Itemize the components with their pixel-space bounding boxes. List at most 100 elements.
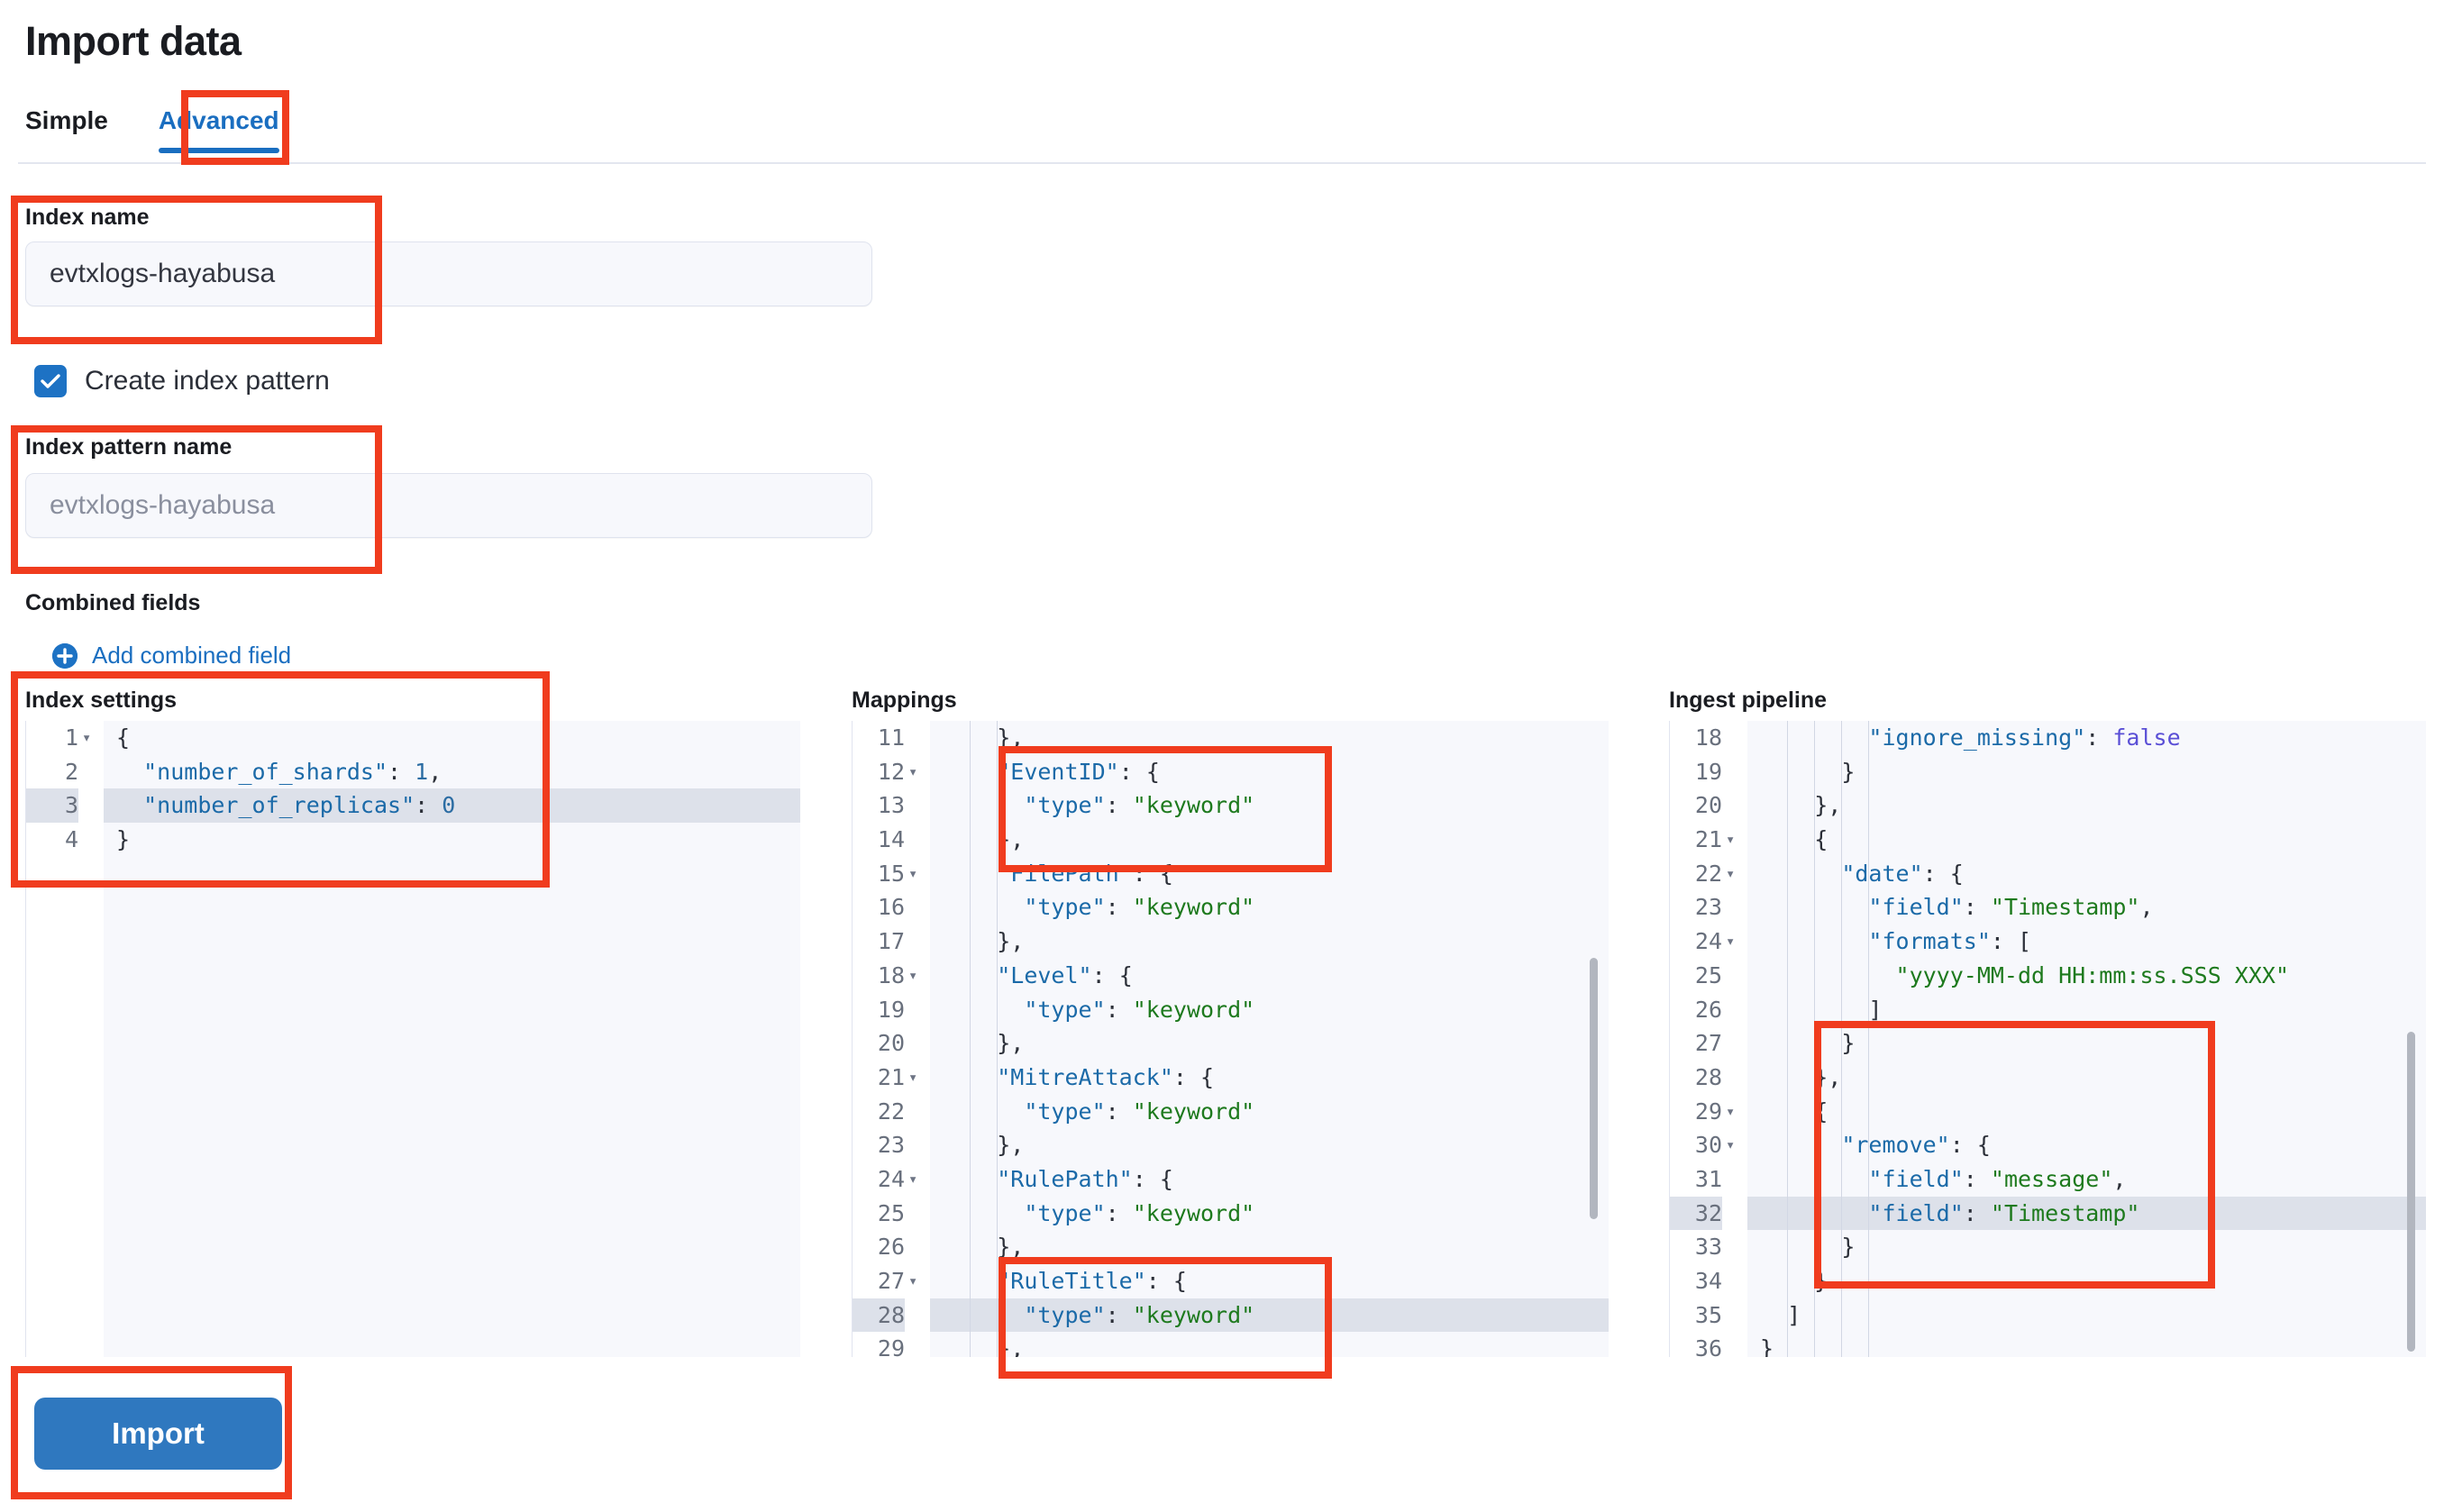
index-settings-code[interactable]: 1▾{2 "number_of_shards": 1,3 "number_of_… (26, 721, 800, 857)
mappings-editor[interactable]: 11 },12▾ "EventID": {13 "type": "keyword… (852, 721, 1609, 1357)
code-line[interactable]: 28 "type": "keyword" (853, 1298, 1609, 1333)
fold-arrow-icon[interactable]: ▾ (1726, 831, 1736, 850)
code-line[interactable]: 21▾ "MitreAttack": { (878, 1061, 1609, 1095)
fold-arrow-icon[interactable]: ▾ (908, 1068, 918, 1087)
code-line[interactable]: 25 "yyyy-MM-dd HH:mm:ss.SSS XXX" (1695, 959, 2426, 993)
code-line[interactable]: 32 "field": "Timestamp" (1670, 1196, 2426, 1231)
code-line[interactable]: 18▾ "Level": { (878, 959, 1609, 993)
code-text: "type": "keyword" (1024, 1199, 1255, 1226)
ingest-pipeline-title: Ingest pipeline (1669, 688, 1828, 713)
code-line[interactable]: 29▾ { (1695, 1095, 2426, 1129)
line-number: 31 (1694, 1165, 1722, 1192)
fold-arrow-icon[interactable]: ▾ (82, 729, 92, 747)
line-number: 2 (64, 758, 78, 785)
import-button[interactable]: Import (34, 1398, 282, 1470)
code-line[interactable]: 26 }, (878, 1230, 1609, 1264)
code-line[interactable]: 20 }, (1695, 788, 2426, 823)
code-line[interactable]: 16 "type": "keyword" (878, 890, 1609, 925)
line-number: 28 (1694, 1063, 1722, 1090)
code-text: "MitreAttack": { (997, 1063, 1215, 1090)
code-line[interactable]: 4} (65, 823, 800, 857)
code-line[interactable]: 35 ] (1695, 1298, 2426, 1333)
code-line[interactable]: 22 "type": "keyword" (878, 1095, 1609, 1129)
line-number: 29 (877, 1335, 905, 1357)
mappings-scrollbar[interactable] (1590, 958, 1598, 1219)
code-line[interactable]: 2 "number_of_shards": 1, (65, 755, 800, 789)
code-line[interactable]: 30▾ "remove": { (1695, 1128, 2426, 1162)
code-line[interactable]: 15▾ "FilePath": { (878, 857, 1609, 891)
code-text: "number_of_replicas": 0 (143, 792, 456, 819)
code-line[interactable]: 20 }, (878, 1026, 1609, 1061)
fold-arrow-icon[interactable]: ▾ (908, 1272, 918, 1290)
code-line[interactable]: 22▾ "date": { (1695, 857, 2426, 891)
mappings-code[interactable]: 11 },12▾ "EventID": {13 "type": "keyword… (853, 721, 1609, 1357)
code-text: "ignore_missing": false (1868, 724, 2181, 751)
line-number: 24 (877, 1165, 905, 1192)
code-line[interactable]: 24▾ "formats": [ (1695, 925, 2426, 959)
line-number: 36 (1694, 1335, 1722, 1357)
code-line[interactable]: 33 } (1695, 1230, 2426, 1264)
fold-arrow-icon[interactable]: ▾ (908, 966, 918, 985)
code-line[interactable]: 19 } (1695, 755, 2426, 789)
code-line[interactable]: 17 }, (878, 925, 1609, 959)
create-index-pattern-row[interactable]: Create index pattern (34, 365, 330, 397)
code-line[interactable]: 36} (1695, 1332, 2426, 1357)
code-text: }, (997, 1132, 1025, 1159)
line-number: 27 (1694, 1030, 1722, 1057)
code-text: ] (1787, 1301, 1801, 1328)
code-line[interactable]: 1▾{ (65, 721, 800, 755)
line-number: 26 (877, 1234, 905, 1261)
code-text: "type": "keyword" (1024, 1301, 1255, 1328)
tab-simple[interactable]: Simple (25, 99, 159, 153)
code-line[interactable]: 23 "field": "Timestamp", (1695, 890, 2426, 925)
index-settings-editor[interactable]: 1▾{2 "number_of_shards": 1,3 "number_of_… (25, 721, 800, 1357)
index-pattern-name-input[interactable]: evtxlogs-hayabusa (25, 473, 872, 538)
code-line[interactable]: 34 } (1695, 1264, 2426, 1298)
fold-arrow-icon[interactable]: ▾ (1726, 864, 1736, 883)
fold-arrow-icon[interactable]: ▾ (1726, 1102, 1736, 1121)
fold-arrow-icon[interactable]: ▾ (908, 864, 918, 883)
code-line[interactable]: 14 }, (878, 823, 1609, 857)
line-number: 19 (877, 996, 905, 1023)
tab-divider (18, 162, 2426, 164)
code-line[interactable]: 27▾ "RuleTitle": { (878, 1264, 1609, 1298)
checkbox-checked-icon[interactable] (34, 365, 67, 397)
index-settings-title: Index settings (25, 688, 178, 713)
code-line[interactable]: 27 } (1695, 1026, 2426, 1061)
code-line[interactable]: 3 "number_of_replicas": 0 (26, 788, 800, 824)
tab-advanced[interactable]: Advanced (158, 99, 279, 153)
index-name-input[interactable]: evtxlogs-hayabusa (25, 241, 872, 306)
code-line[interactable]: 23 }, (878, 1128, 1609, 1162)
code-text: "remove": { (1841, 1132, 1991, 1159)
code-line[interactable]: 31 "field": "message", (1695, 1162, 2426, 1197)
fold-arrow-icon[interactable]: ▾ (1726, 1136, 1736, 1155)
code-text: }, (1814, 792, 1842, 819)
code-line[interactable]: 24▾ "RulePath": { (878, 1162, 1609, 1197)
plus-circle-icon (52, 642, 78, 669)
fold-arrow-icon[interactable]: ▾ (908, 1170, 918, 1189)
fold-arrow-icon[interactable]: ▾ (908, 762, 918, 781)
add-combined-field-button[interactable]: Add combined field (52, 642, 291, 669)
line-number: 16 (877, 894, 905, 921)
code-line[interactable]: 12▾ "EventID": { (878, 755, 1609, 789)
fold-arrow-icon[interactable]: ▾ (1726, 933, 1736, 952)
code-line[interactable]: 25 "type": "keyword" (878, 1197, 1609, 1231)
page-title: Import data (25, 18, 242, 64)
ingest-pipeline-scrollbar[interactable] (2407, 1032, 2415, 1352)
code-line[interactable]: 29 }, (878, 1332, 1609, 1357)
code-line[interactable]: 11 }, (878, 721, 1609, 755)
code-text: "field": "Timestamp", (1868, 894, 2154, 921)
code-text: "FilePath": { (997, 860, 1173, 887)
line-number: 35 (1694, 1301, 1722, 1328)
code-line[interactable]: 21▾ { (1695, 823, 2426, 857)
code-line[interactable]: 13 "type": "keyword" (878, 788, 1609, 823)
code-line[interactable]: 28 }, (1695, 1061, 2426, 1095)
code-line[interactable]: 19 "type": "keyword" (878, 993, 1609, 1027)
code-line[interactable]: 26 ] (1695, 993, 2426, 1027)
code-line[interactable]: 18 "ignore_missing": false (1695, 721, 2426, 755)
line-number: 32 (1670, 1196, 1722, 1231)
code-text: } (1760, 1335, 1774, 1357)
line-number: 22 (877, 1098, 905, 1125)
